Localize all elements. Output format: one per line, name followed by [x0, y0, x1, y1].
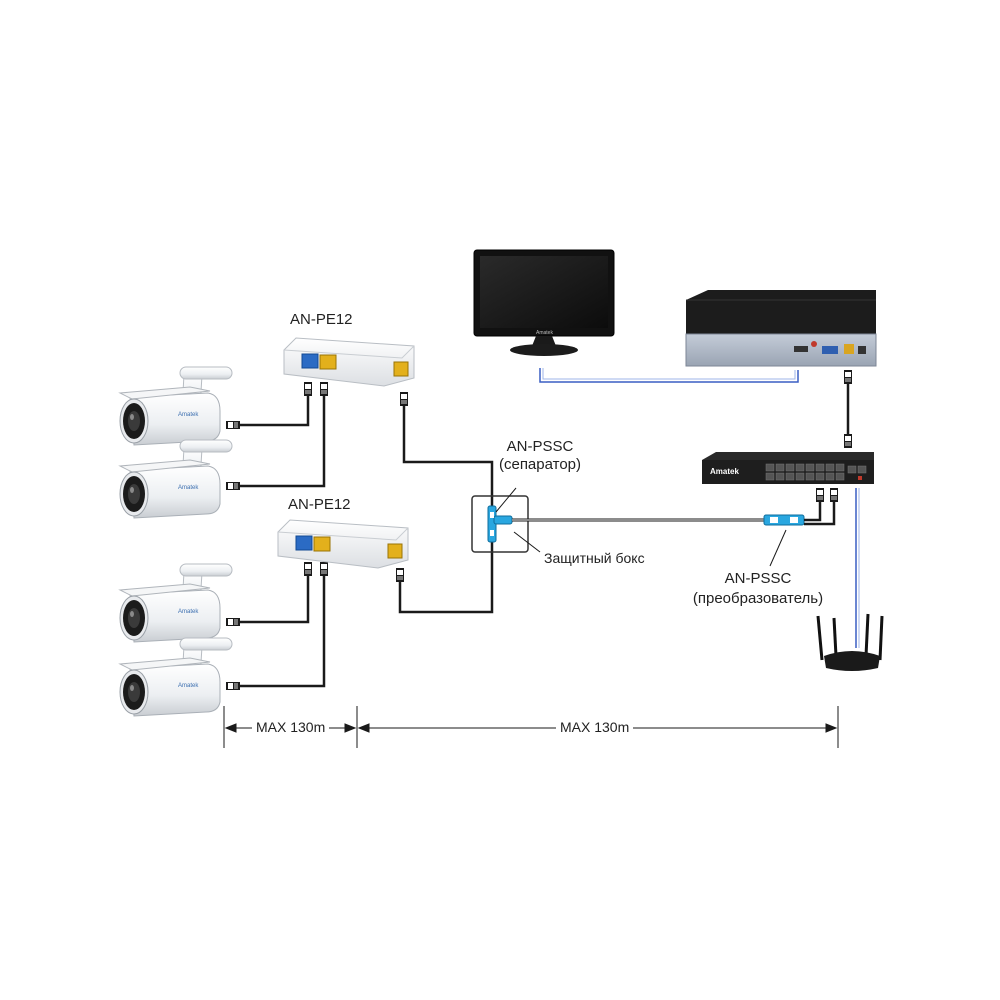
camera-brand-label: Amatek — [178, 485, 199, 491]
nvr-icon — [685, 290, 877, 367]
monitor-brand-label: Amatek — [536, 330, 553, 336]
converter-sub-label: (преобразователь) — [692, 590, 824, 607]
camera-brand-label: Amatek — [178, 412, 199, 418]
camera-cables — [236, 392, 326, 688]
camera-4: Amatek — [119, 637, 233, 717]
injector-bottom-label: AN-PE12 — [288, 496, 351, 513]
converter-to-switch-cables — [804, 498, 836, 526]
switch-plugs — [816, 488, 838, 502]
poe-switch-icon: Amatek — [702, 452, 874, 484]
protective-box-label: Защитный бокс — [544, 550, 645, 566]
separator-protective-box — [471, 487, 541, 553]
injector-top — [283, 337, 415, 387]
nvr-switch-cable — [844, 370, 852, 448]
camera-brand-label: Amatek — [178, 683, 199, 689]
converter-name-label: AN-PSSC — [724, 570, 792, 587]
injector-bottom — [277, 519, 409, 569]
switch-brand-label: Amatek — [710, 467, 739, 476]
separator-name-label: AN-PSSC — [506, 438, 574, 455]
camera-1: Amatek — [119, 366, 233, 446]
camera-3: Amatek — [119, 563, 233, 643]
dimension-left-label: MAX 130m — [252, 719, 330, 735]
camera-2: Amatek — [119, 439, 233, 519]
separator-icon — [487, 505, 513, 543]
injector-top-label: AN-PE12 — [290, 311, 353, 328]
dimension-right-label: MAX 130m — [556, 719, 634, 735]
separator-sub-label: (сепаратор) — [498, 456, 582, 473]
switch-router-link — [855, 488, 860, 648]
monitor-icon: Amatek — [473, 249, 615, 356]
video-link — [539, 368, 799, 383]
injector-output-cables — [398, 402, 494, 614]
camera-brand-label: Amatek — [178, 609, 199, 615]
router-icon — [816, 613, 884, 671]
converter-icon — [763, 514, 805, 567]
